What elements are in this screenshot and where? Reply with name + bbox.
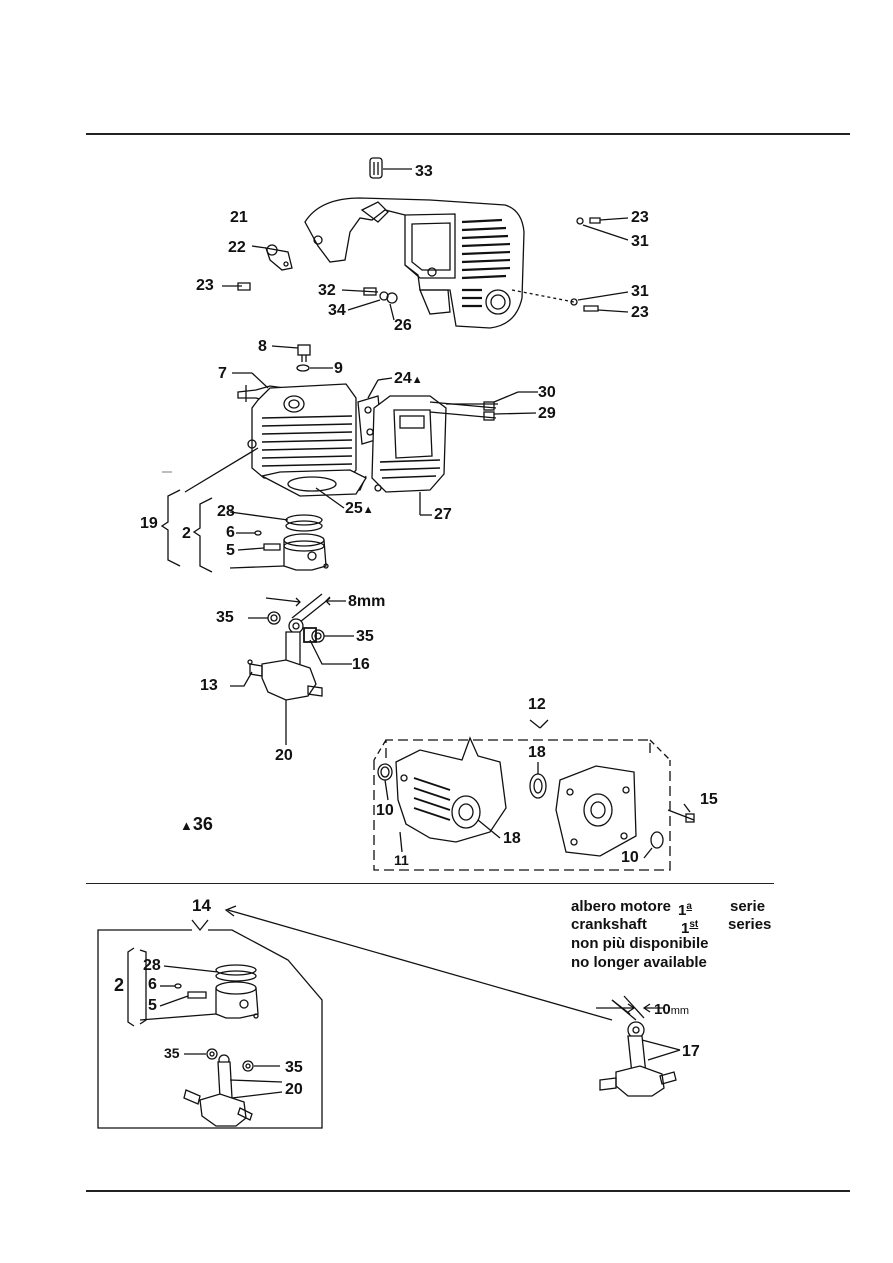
label-part-34: 34	[328, 302, 346, 319]
clip-part-33	[369, 157, 412, 179]
gasket-part-25	[260, 469, 367, 509]
bottom-rule	[86, 1190, 850, 1192]
crankcase-frame-12	[373, 719, 671, 871]
note-line-3: non più disponibile	[571, 935, 709, 952]
label-part-20-lower: 20	[285, 1081, 303, 1098]
label-part-23-left: 23	[196, 277, 214, 294]
label-part-24: 24▲	[394, 370, 423, 387]
label-part-23-right-bottom: 23	[631, 304, 649, 321]
label-part-7: 7	[218, 365, 227, 382]
label-part-22: 22	[228, 239, 246, 256]
crankshaft-lower	[183, 1048, 283, 1127]
label-part-29: 29	[538, 405, 556, 422]
label-part-13: 13	[200, 677, 218, 694]
crankshaft-17	[596, 995, 681, 1097]
label-part-35-lower-left: 35	[164, 1045, 180, 1061]
label-part-33: 33	[415, 163, 433, 180]
crankcase-right-half	[529, 762, 695, 859]
bracket-part-22	[251, 244, 293, 271]
label-part-6-upper: 6	[226, 524, 235, 541]
crankshaft-upper	[230, 593, 354, 745]
label-part-32: 32	[318, 282, 336, 299]
label-part-30: 30	[538, 384, 556, 401]
top-rule	[86, 133, 850, 135]
label-part-19: 19	[140, 515, 158, 532]
label-part-10-right: 10	[621, 849, 639, 866]
label-part-31-top: 31	[631, 233, 649, 250]
label-part-10-left: 10	[376, 802, 394, 819]
group-bracket-19	[160, 447, 259, 573]
label-part-35-lower-right: 35	[285, 1059, 303, 1076]
piston-set-lower	[127, 947, 259, 1027]
label-part-16: 16	[352, 656, 370, 673]
label-part-27: 27	[434, 506, 452, 523]
label-part-11: 11	[394, 852, 409, 868]
note-line-4: no longer available	[571, 954, 707, 971]
label-part-8: 8	[258, 338, 267, 355]
label-part-17: 17	[682, 1043, 700, 1060]
label-part-28-lower: 28	[143, 957, 161, 974]
label-part-9: 9	[334, 360, 343, 377]
label-part-35-left: 35	[216, 609, 234, 626]
label-part-21: 21	[230, 209, 248, 226]
label-part-6-lower: 6	[148, 976, 157, 993]
piston-set-upper	[229, 511, 329, 571]
label-part-36: ▲36	[180, 814, 213, 834]
label-part-2-upper: 2	[182, 525, 191, 542]
label-part-18-top: 18	[528, 744, 546, 761]
label-part-28-upper: 28	[217, 503, 235, 520]
label-part-25: 25▲	[345, 500, 374, 517]
label-part-26: 26	[394, 317, 412, 334]
label-part-5-lower: 5	[148, 997, 157, 1014]
replacement-kit-frame-14	[97, 905, 613, 1129]
middle-rule	[86, 883, 774, 884]
crankcase-left-half	[377, 736, 507, 853]
label-part-18-bottom: 18	[503, 830, 521, 847]
bolt-part-8-washer-9	[271, 344, 333, 372]
label-part-23-right-top: 23	[631, 209, 649, 226]
label-part-12: 12	[528, 696, 546, 713]
label-part-5-upper: 5	[226, 542, 235, 559]
label-part-14: 14	[192, 896, 211, 915]
long-bolts-29-30	[429, 391, 538, 421]
screw-32-washer-34-26	[341, 287, 398, 321]
label-part-20-upper: 20	[275, 747, 293, 764]
muffler-part-27	[371, 395, 447, 516]
label-rod-width-10mm: 10mm	[654, 1001, 690, 1018]
label-part-2-lower: 2	[114, 975, 125, 995]
label-part-15: 15	[700, 791, 718, 808]
screws-right	[511, 217, 629, 313]
note-line-2: crankshaft 1st series	[571, 916, 772, 937]
screw-part-23-left	[222, 282, 251, 291]
label-part-31-bottom: 31	[631, 283, 649, 300]
label-part-35-right: 35	[356, 628, 374, 645]
note-line-1: albero motore 1a serie	[571, 898, 766, 919]
cylinder-cover	[304, 197, 525, 329]
label-rod-width-8mm: 8mm	[348, 593, 386, 610]
